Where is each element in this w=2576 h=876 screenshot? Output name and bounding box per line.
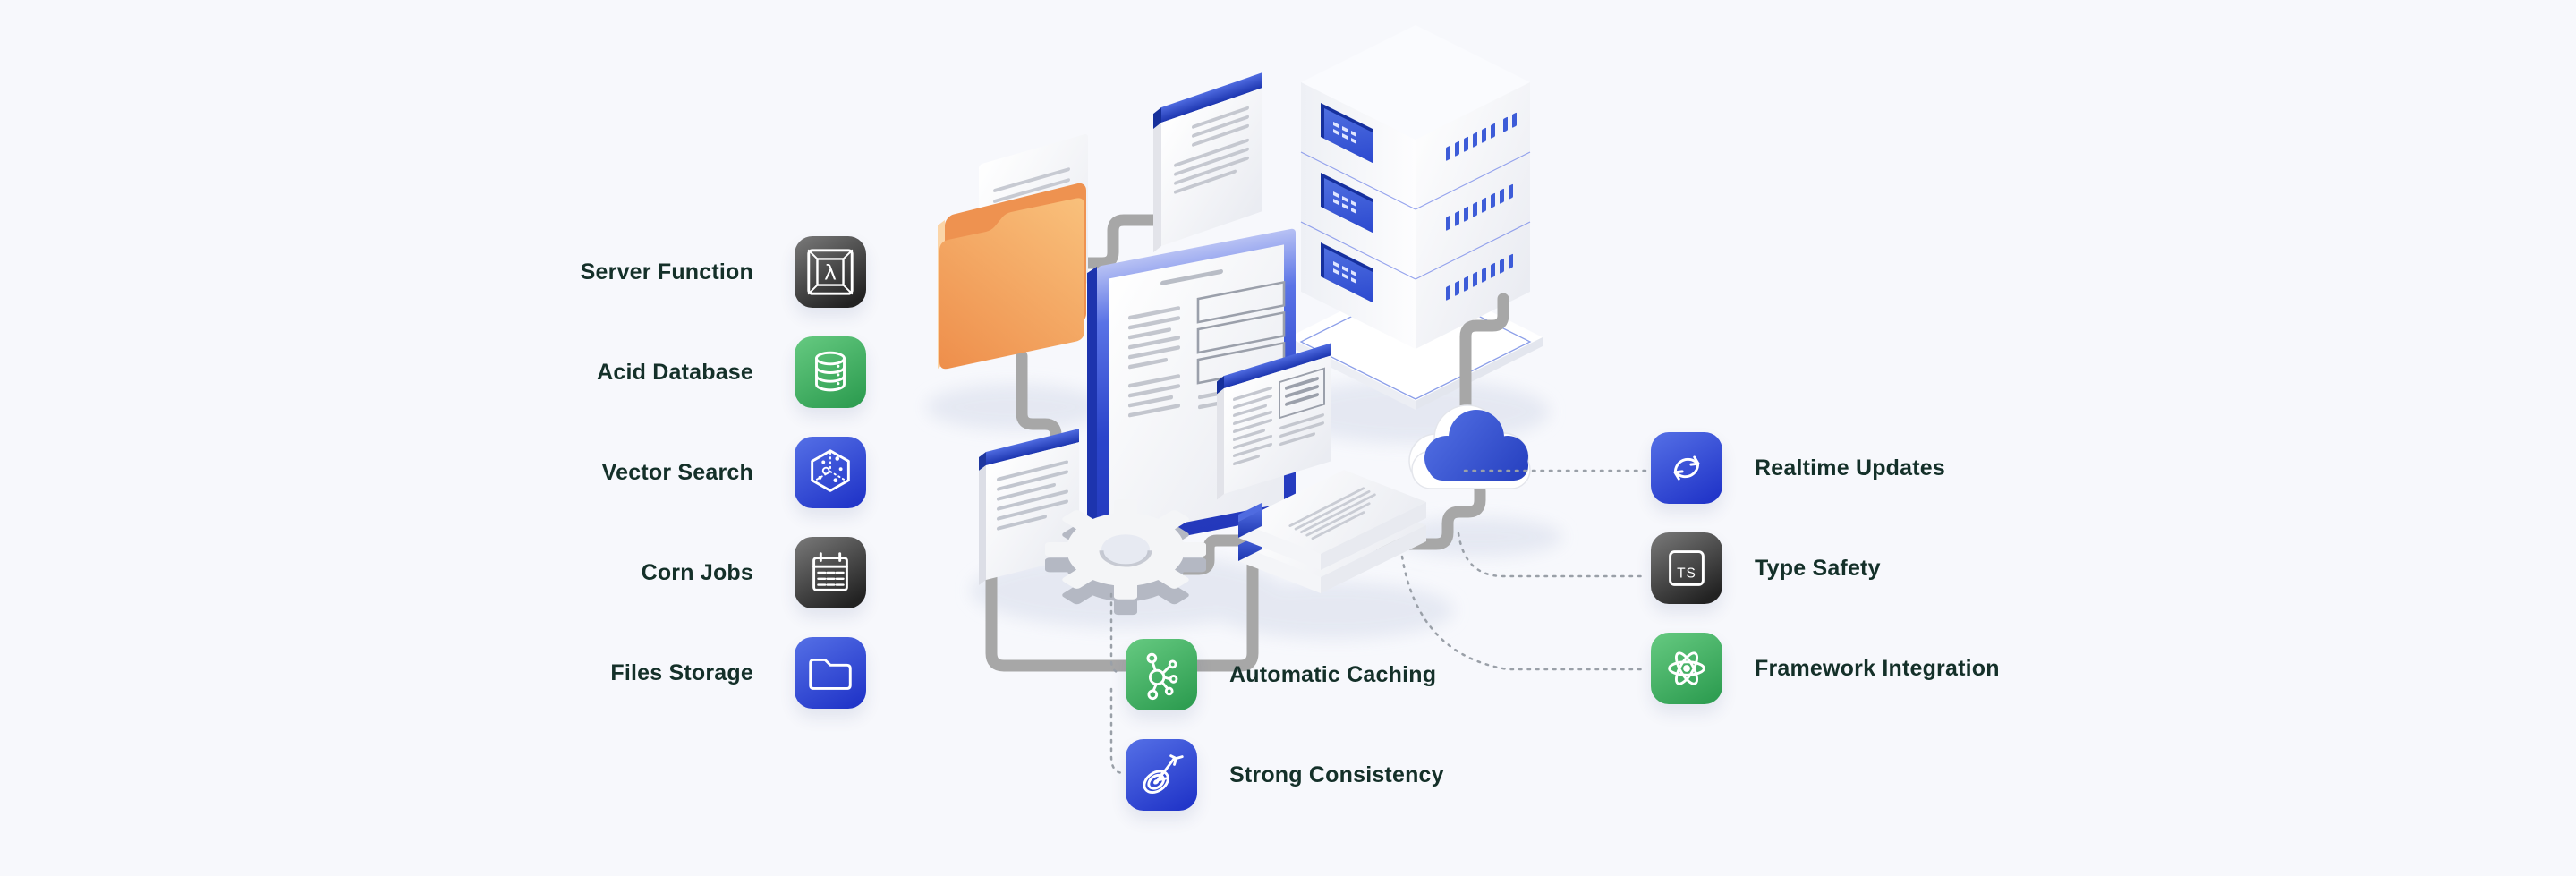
server-screen xyxy=(1321,103,1373,164)
database-icon xyxy=(795,336,866,408)
feature-vector-search: Vector Search xyxy=(358,437,866,508)
feature-realtime-updates: Realtime Updates xyxy=(1651,432,1945,504)
feature-automatic-caching: Automatic Caching xyxy=(1126,639,1436,710)
left-document xyxy=(979,429,1079,585)
server-screen xyxy=(1321,242,1373,303)
feature-label: Type Safety xyxy=(1755,555,1881,581)
server-screen xyxy=(1321,173,1373,234)
feature-label: Strong Consistency xyxy=(1229,761,1444,787)
svg-text:TS: TS xyxy=(1677,566,1696,582)
isometric-illustration xyxy=(926,25,1563,672)
feature-framework-integration: Framework Integration xyxy=(1651,633,2000,704)
top-document xyxy=(1153,72,1262,253)
folder-icon xyxy=(795,637,866,709)
vector-cube-icon xyxy=(795,437,866,508)
gear-icon xyxy=(1045,499,1206,616)
feature-corn-jobs: Corn Jobs xyxy=(358,537,866,608)
feature-label: Framework Integration xyxy=(1755,655,2000,681)
lambda-keycap-icon: λ xyxy=(795,236,866,308)
typescript-icon: TS xyxy=(1651,532,1722,604)
feature-label: Automatic Caching xyxy=(1229,661,1437,687)
feature-files-storage: Files Storage xyxy=(358,637,866,709)
feature-server-function: Server Function λ xyxy=(358,236,866,308)
feature-label: Server Function xyxy=(580,259,753,285)
react-atom-icon xyxy=(1651,633,1722,704)
side-document xyxy=(1217,343,1331,500)
feature-acid-database: Acid Database xyxy=(358,336,866,408)
server-vents xyxy=(1446,112,1517,301)
folder-front xyxy=(939,198,1084,370)
feature-label: Files Storage xyxy=(610,659,753,685)
svg-text:λ: λ xyxy=(824,261,837,285)
feature-label: Corn Jobs xyxy=(641,559,753,585)
target-arrow-icon xyxy=(1126,739,1197,811)
graph-nodes-icon xyxy=(1126,639,1197,710)
orange-folder xyxy=(938,134,1088,370)
paper-stack xyxy=(1238,470,1426,593)
server-rack xyxy=(1288,25,1543,410)
sync-icon xyxy=(1651,432,1722,504)
feature-strong-consistency: Strong Consistency xyxy=(1126,739,1444,811)
calendar-icon xyxy=(795,537,866,608)
feature-label: Realtime Updates xyxy=(1755,455,1945,481)
feature-label: Acid Database xyxy=(597,359,753,385)
feature-label: Vector Search xyxy=(601,459,753,485)
feature-type-safety: TS Type Safety xyxy=(1651,532,1881,604)
